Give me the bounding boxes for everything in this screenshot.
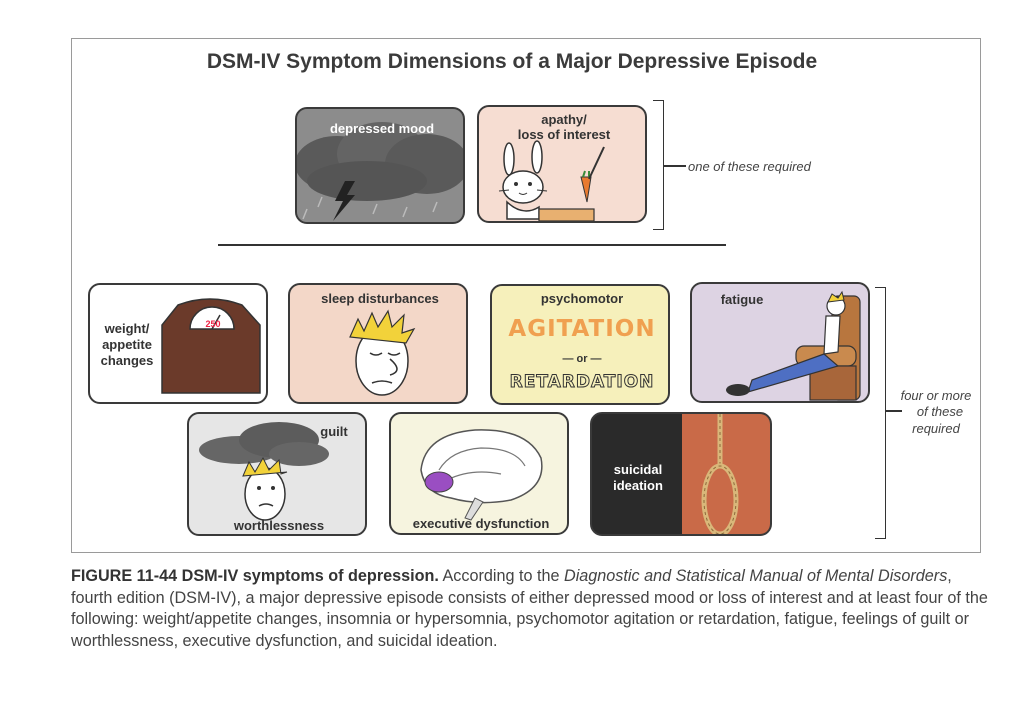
- label-agitation: AGITATION: [508, 316, 656, 342]
- group-divider: [218, 244, 726, 246]
- label-apathy-line1: apathy/: [541, 112, 587, 127]
- label-weight-line2: appetite: [102, 337, 152, 352]
- label-suicidal-line1: suicidal: [613, 462, 663, 477]
- panel-suicidal: suicidal ideation: [590, 412, 772, 536]
- label-guilt: guilt: [320, 424, 348, 439]
- caption-italic-title: Diagnostic and Statistical Manual of Men…: [564, 567, 948, 585]
- label-psychomotor: psychomotor: [540, 291, 624, 306]
- label-sleep: sleep disturbances: [321, 291, 439, 306]
- label-depressed-mood: depressed mood: [329, 121, 435, 136]
- label-weight-line3: changes: [100, 353, 154, 368]
- panel-psychomotor: psychomotor AGITATION — or — RETARDATION: [490, 284, 670, 405]
- label-executive: executive dysfunction: [412, 516, 550, 531]
- label-fatigue: fatigue: [720, 292, 764, 307]
- tired-face-icon: [349, 309, 416, 396]
- figure-caption: FIGURE 11-44 DSM-IV symptoms of depressi…: [71, 566, 991, 652]
- panel-executive: executive dysfunction: [389, 412, 569, 535]
- bracket-required: [653, 100, 664, 230]
- label-suicidal-line2: ideation: [613, 478, 663, 493]
- note-four-line3: required: [912, 421, 960, 436]
- label-or: — or —: [562, 353, 602, 365]
- bracket-tick-2: [886, 410, 902, 412]
- bracket-tick: [664, 165, 686, 167]
- panel-depressed-mood: depressed mood: [295, 107, 465, 224]
- caption-text-2: , fourth edition (DSM-IV), a major depre…: [71, 567, 988, 650]
- bracket-four-or-more: [875, 287, 886, 539]
- figure-label: FIGURE 11-44 DSM-IV symptoms of depressi…: [71, 567, 439, 585]
- note-one-required: one of these required: [688, 159, 811, 174]
- suicidal-orange-half: [682, 414, 770, 534]
- label-apathy-line2: loss of interest: [517, 127, 611, 142]
- noose-icon: [701, 414, 739, 534]
- scale-reading: 250: [205, 319, 221, 329]
- label-weight-line1: weight/: [104, 321, 150, 336]
- storm-cloud-illustration: [297, 122, 463, 221]
- bathroom-scale-icon: [161, 298, 261, 394]
- brain-icon: [420, 429, 543, 521]
- note-four-line2: of these: [916, 404, 964, 419]
- note-four-line1: four or more: [900, 388, 972, 403]
- panel-weight: weight/ appetite changes 250: [88, 283, 268, 404]
- worried-face-cloud-icon: [199, 422, 329, 521]
- reclining-person-icon: [726, 290, 861, 401]
- panel-sleep: sleep disturbances: [288, 283, 468, 404]
- figure-title: DSM-IV Symptom Dimensions of a Major Dep…: [206, 50, 818, 73]
- label-retardation: RETARDATION: [509, 372, 655, 393]
- caption-text-1: According to the: [438, 567, 564, 585]
- panel-apathy: apathy/ loss of interest: [477, 105, 647, 223]
- label-worthlessness: worthlessness: [233, 518, 325, 533]
- bunny-icon: [498, 140, 605, 221]
- panel-guilt: guilt worthlessness: [187, 412, 367, 536]
- panel-fatigue: fatigue: [690, 282, 870, 403]
